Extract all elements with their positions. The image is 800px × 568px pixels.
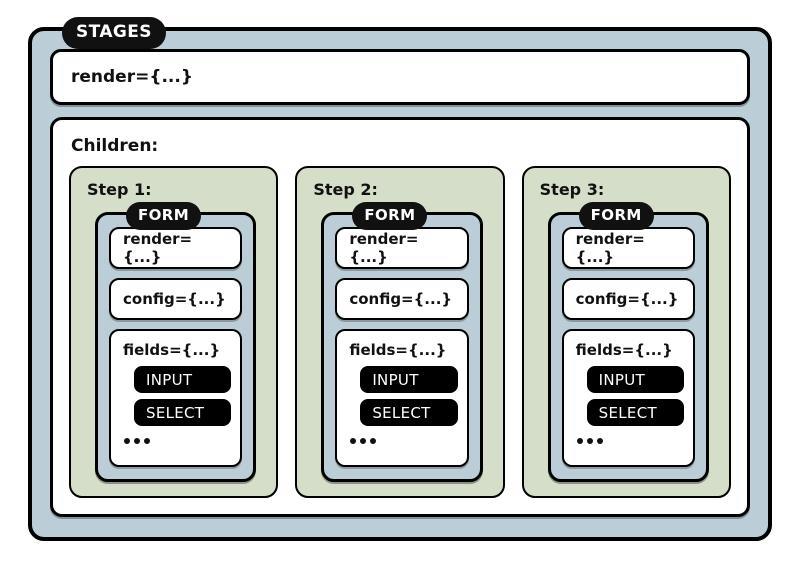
form-fields-prop-3: fields={...} INPUT SELECT [561, 329, 695, 467]
form-fields-prop-label-3: fields={...} [575, 341, 673, 359]
field-node-select-2: SELECT [360, 399, 458, 426]
form-fields-prop-2: fields={...} INPUT SELECT [335, 329, 469, 467]
step-label-1: Step 1: [87, 180, 152, 199]
stages-render-prop: render={...} [50, 49, 750, 105]
field-nodes-ellipsis-icon-3 [576, 434, 684, 448]
stages-render-prop-label: render={...} [71, 67, 193, 87]
step-label-3: Step 3: [539, 180, 605, 199]
form-render-prop-2: render={...} [335, 227, 469, 269]
form-config-prop-3: config={...} [561, 278, 695, 320]
form-box-2: FORM render={...} config={...} fields={.… [321, 202, 483, 482]
field-node-input-3: INPUT [586, 366, 684, 393]
form-config-prop-label-3: config={...} [575, 290, 679, 308]
step-box-1: Step 1: FORM render={...} config={...} f… [69, 166, 279, 498]
form-config-prop-1: config={...} [109, 278, 243, 320]
field-node-input-2: INPUT [360, 366, 458, 393]
form-box-1: FORM render={...} config={...} fields={.… [95, 202, 257, 482]
form-fields-prop-label-2: fields={...} [349, 341, 447, 359]
form-badge-2: FORM [352, 202, 428, 230]
field-node-select-1: SELECT [134, 399, 232, 426]
form-config-prop-2: config={...} [335, 278, 469, 320]
field-nodes-ellipsis-icon-1 [124, 434, 231, 448]
children-panel: Children: Step 1: FORM render={...} conf… [50, 117, 750, 517]
form-render-prop-1: render={...} [109, 227, 243, 269]
form-render-prop-label-2: render={...} [349, 230, 419, 266]
step-label-2: Step 2: [313, 180, 378, 199]
field-nodes-ellipsis-icon-2 [350, 434, 457, 448]
form-render-prop-label-1: render={...} [123, 230, 193, 266]
stages-badge: STAGES [62, 17, 166, 49]
form-config-prop-label-2: config={...} [349, 290, 453, 308]
form-badge-1: FORM [126, 202, 202, 230]
form-render-prop-label-3: render={...} [575, 230, 645, 266]
field-node-select-3: SELECT [586, 399, 684, 426]
form-render-prop-3: render={...} [561, 227, 695, 269]
form-fields-prop-label-1: fields={...} [123, 341, 221, 359]
steps-row: Step 1: FORM render={...} config={...} f… [69, 166, 731, 498]
form-badge-3: FORM [578, 202, 654, 230]
form-fields-prop-1: fields={...} INPUT SELECT [109, 329, 243, 467]
step-box-3: Step 3: FORM render={...} config={...} f… [521, 166, 731, 498]
field-node-input-1: INPUT [134, 366, 232, 393]
form-box-3: FORM render={...} config={...} fields={.… [547, 202, 709, 482]
stages-container: STAGES render={...} Children: Step 1: FO… [28, 17, 772, 541]
form-config-prop-label-1: config={...} [123, 290, 226, 308]
children-label: Children: [71, 136, 159, 156]
step-box-2: Step 2: FORM render={...} config={...} f… [295, 166, 505, 498]
